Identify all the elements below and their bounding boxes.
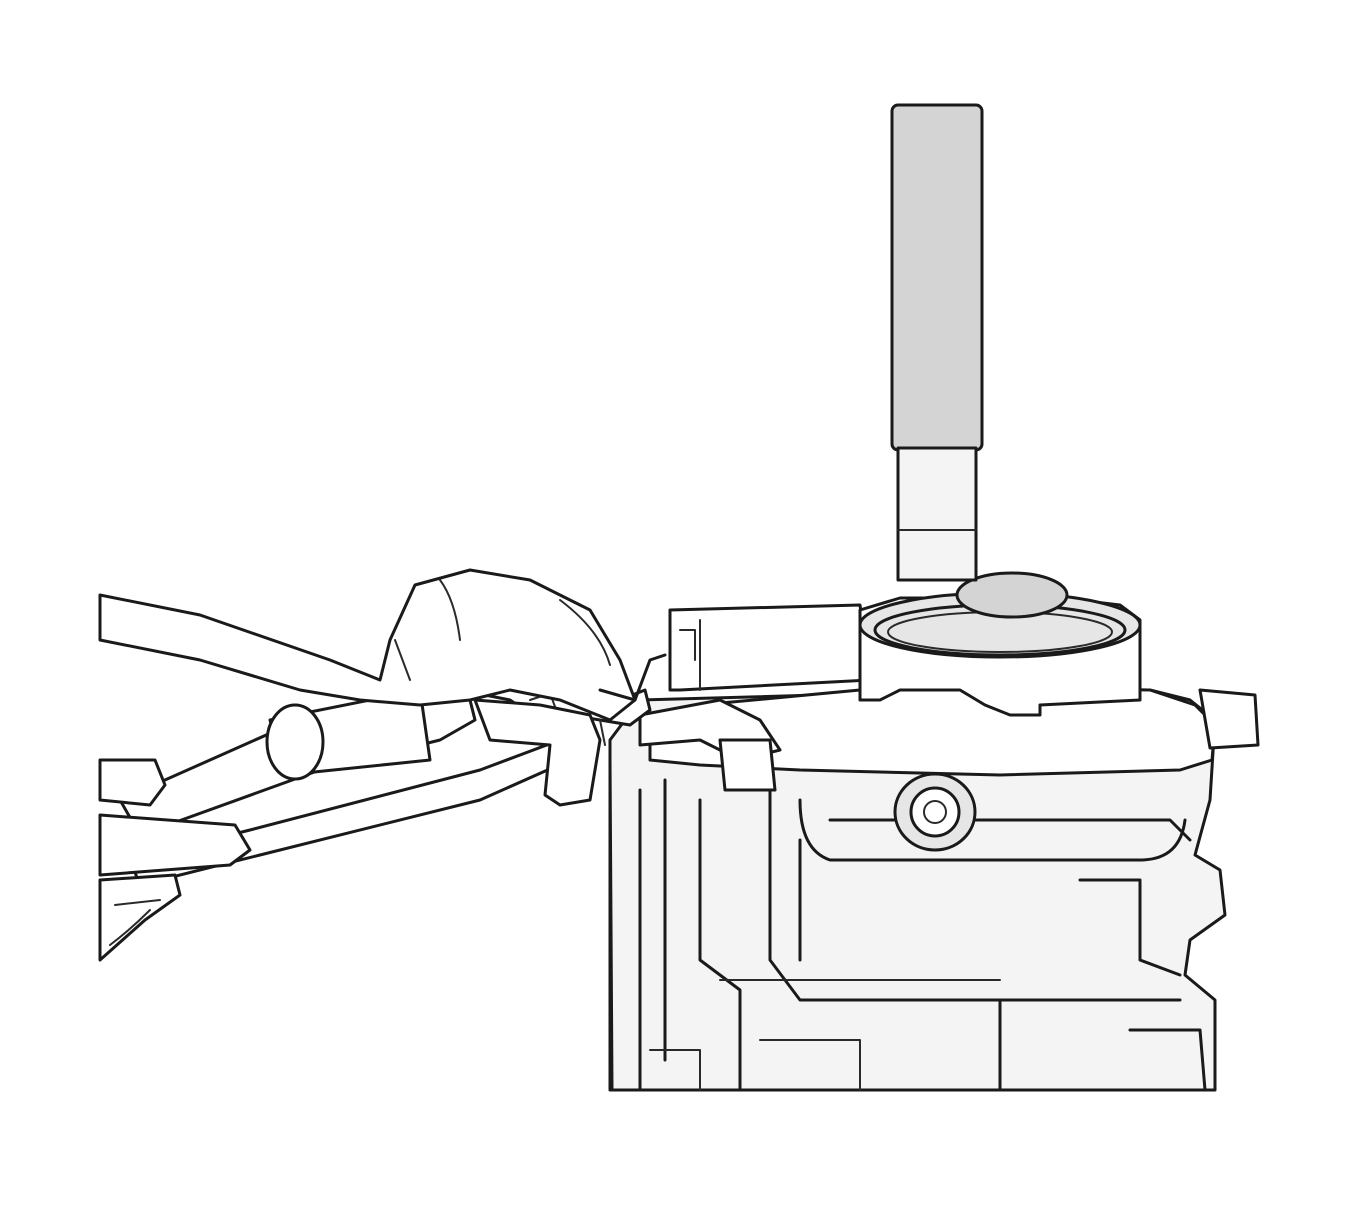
hand xyxy=(98,568,637,962)
hand-finger-index xyxy=(473,698,602,807)
housing xyxy=(608,603,1260,1092)
bolt-center xyxy=(923,800,947,824)
installer xyxy=(890,103,984,582)
hand-finger-ring xyxy=(98,813,252,877)
housing-tab xyxy=(668,603,872,692)
installer-handle xyxy=(890,103,984,452)
housing-web-left xyxy=(638,778,742,1092)
pliers-grip-cap xyxy=(265,703,325,781)
hand-back xyxy=(98,568,637,722)
hand-tendon xyxy=(109,899,161,946)
hand-creases xyxy=(394,579,611,746)
housing-lug xyxy=(718,738,777,792)
installer-adapter xyxy=(896,446,978,582)
housing-ear xyxy=(1198,688,1260,750)
housing-rib xyxy=(649,979,1001,1091)
pliers-tip xyxy=(598,653,667,1092)
bolt-head xyxy=(893,772,977,852)
housing-tab-detail xyxy=(679,619,701,691)
ring-hub xyxy=(955,571,1069,619)
hand-finger-middle xyxy=(98,758,167,807)
seal-ring xyxy=(858,571,1142,717)
pliers-tip-contact xyxy=(598,653,667,1092)
bolt-cap xyxy=(909,786,961,838)
housing-web-right xyxy=(998,878,1207,1092)
hand-finger-little xyxy=(98,873,182,962)
housing-bore xyxy=(798,798,1187,862)
